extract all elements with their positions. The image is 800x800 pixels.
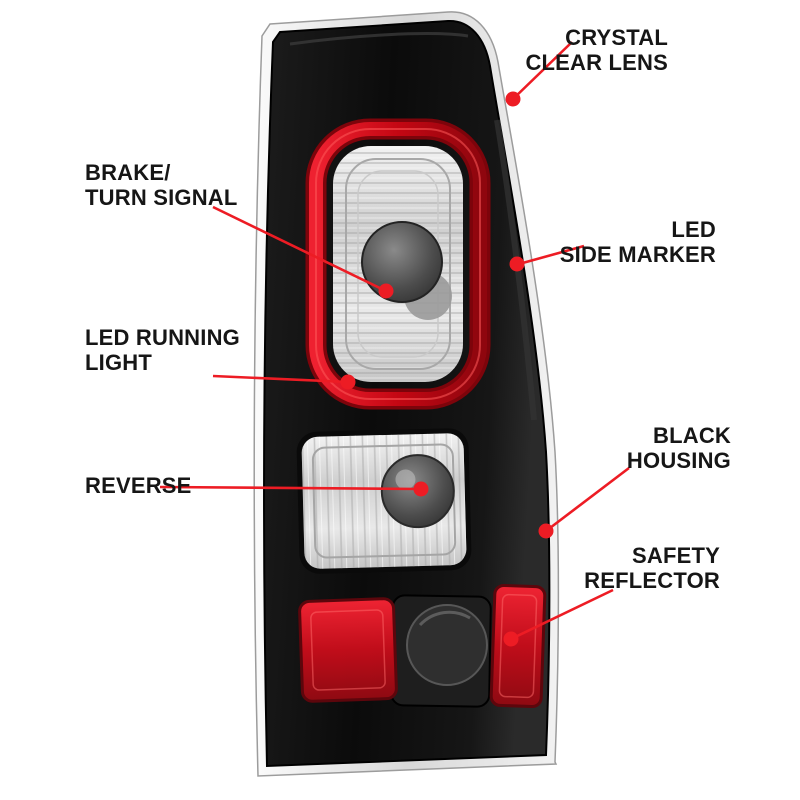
callout-label-safety-reflector: SAFETY REFLECTOR [584, 543, 720, 593]
dot-brake-turn-signal [378, 283, 394, 299]
dot-reverse [413, 481, 429, 497]
dot-led-running-light [340, 374, 356, 390]
leader-led-running-light [212, 374, 349, 384]
reflector-section [298, 583, 547, 709]
reverse-lens [296, 428, 472, 574]
callout-label-black-housing: BLACK HOUSING [626, 423, 731, 473]
leader-crystal-clear-lens [512, 41, 573, 100]
housing-top-sheen [289, 32, 469, 46]
callout-label-led-running-light: LED RUNNING LIGHT [85, 325, 240, 375]
callout-label-brake-turn-signal: BRAKE/ TURN SIGNAL [85, 160, 238, 210]
leader-black-housing [545, 466, 630, 533]
dot-crystal-clear-lens [505, 91, 521, 107]
leader-dots [340, 91, 554, 647]
dot-safety-reflector [503, 631, 519, 647]
callout-label-reverse: REVERSE [85, 473, 192, 498]
dot-black-housing [538, 523, 554, 539]
leader-led-side-marker [518, 244, 585, 266]
leader-reverse [159, 485, 422, 491]
brake-turn-lens [305, 118, 491, 410]
leader-safety-reflector [510, 588, 614, 641]
dot-led-side-marker [509, 256, 525, 272]
leader-brake-turn-signal [212, 205, 387, 293]
safety-reflector-right [489, 583, 547, 709]
leader-lines [159, 41, 630, 641]
callout-label-crystal-clear-lens: CRYSTAL CLEAR LENS [525, 25, 668, 75]
safety-reflector-left [298, 597, 398, 703]
callout-label-led-side-marker: LED SIDE MARKER [559, 217, 716, 267]
